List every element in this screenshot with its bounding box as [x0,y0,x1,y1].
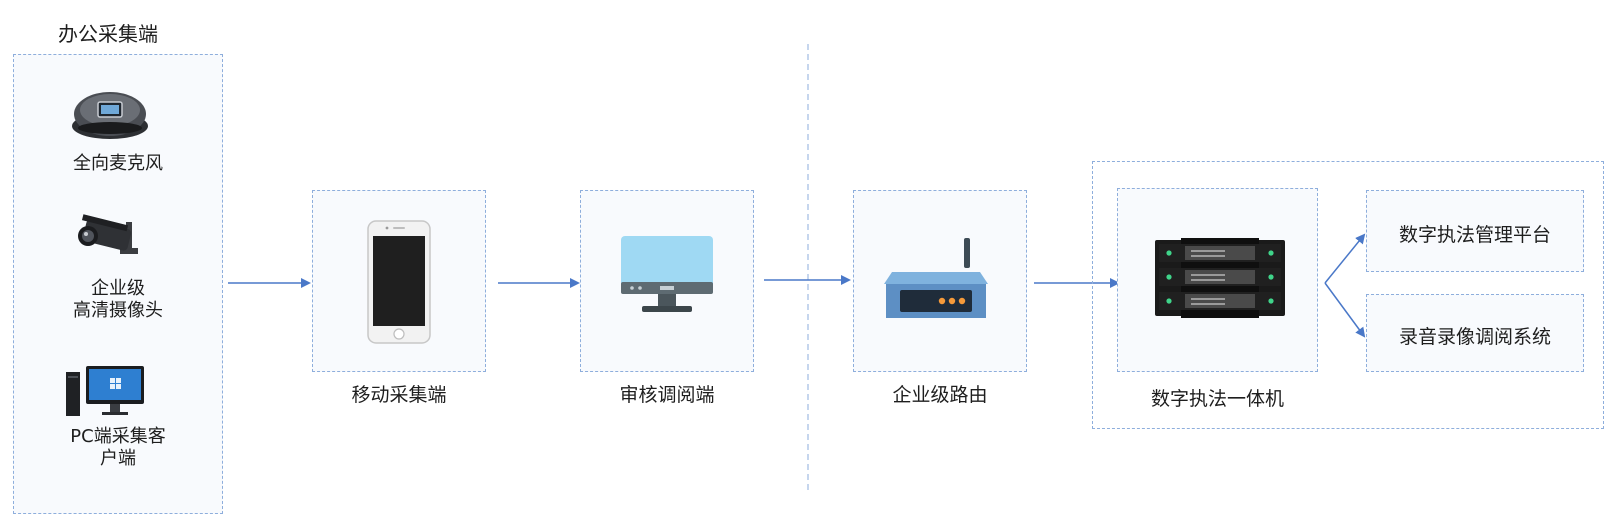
platform-group-box [1092,161,1604,429]
mobile-node-label: 移动采集端 [351,384,447,406]
microphone-label: 全向麦克风 [73,153,163,174]
smartphone-icon [367,220,431,344]
arrow-server-to-platform2 [1324,282,1366,338]
review-node-label: 审核调阅端 [619,384,715,406]
platform-recording-box [1366,294,1584,372]
camera-label-line1: 企业级 [91,278,145,299]
camera-label-line2: 高清摄像头 [73,300,163,321]
desktop-pc-icon [66,366,146,418]
platform-management-label: 数字执法管理平台 [1398,224,1551,246]
pc-label-line2: 户端 [100,448,136,469]
cctv-camera-icon [76,214,146,268]
office-group-title: 办公采集端 [58,22,158,46]
pc-label-line1: PC端采集客 [70,426,166,447]
arrow-server-to-platform1 [1324,233,1366,284]
platform-recording-label: 录音录像调阅系统 [1398,326,1551,348]
conference-microphone-icon [70,86,150,142]
server-rack-icon [1155,238,1285,318]
router-node-label: 企业级路由 [892,384,988,406]
platform-management-box [1366,190,1584,272]
server-node-label: 数字执法一体机 [1150,388,1284,410]
router-icon [884,238,988,320]
monitor-icon [620,236,714,314]
